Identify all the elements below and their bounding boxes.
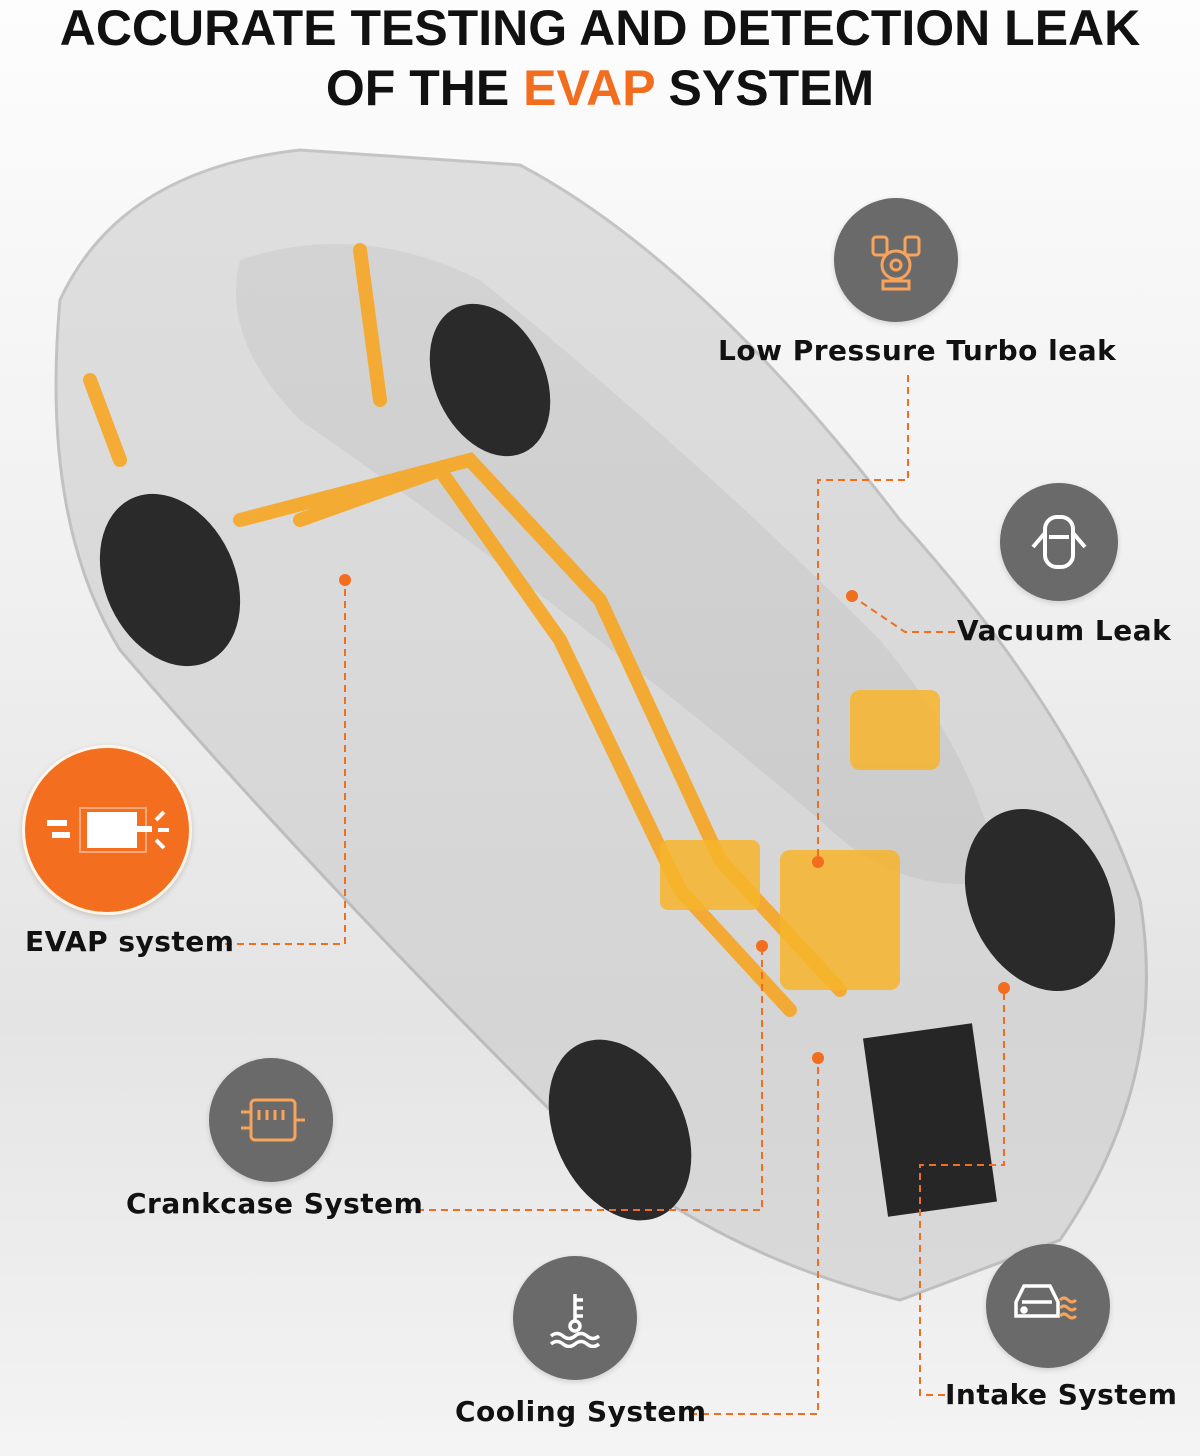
leak-points: [339, 574, 1010, 1064]
engine-block-icon: [241, 1098, 305, 1142]
vacuum-icon-badge: [1000, 483, 1118, 601]
wheels: [99, 303, 1116, 1221]
cooling-icon-badge: [513, 1256, 637, 1380]
cooling-label: Cooling System: [455, 1395, 707, 1428]
crankcase-label: Crankcase System: [126, 1187, 424, 1220]
car-doors-open-icon: [1031, 515, 1087, 569]
crankcase-icon-badge: [209, 1058, 333, 1182]
coolant-temperature-icon: [549, 1294, 601, 1348]
intake-icon-badge: [986, 1244, 1110, 1368]
engine-parts: [660, 690, 940, 990]
evap-label: EVAP system: [25, 925, 235, 958]
vacuum-label: Vacuum Leak: [957, 614, 1172, 647]
muffler-icon: [47, 807, 169, 853]
title-line-2: OF THE EVAP SYSTEM: [0, 60, 1200, 116]
title-line-1: ACCURATE TESTING AND DETECTION LEAK: [59, 0, 1141, 56]
intake-label: Intake System: [945, 1378, 1178, 1411]
evap-icon-badge: [22, 745, 192, 915]
car-airflow-icon: [1014, 1284, 1078, 1320]
turbo-label: Low Pressure Turbo leak: [718, 334, 1117, 367]
title-accent: EVAP: [523, 60, 655, 116]
radiator: [863, 1023, 997, 1217]
leader-lines: [225, 375, 1005, 1415]
turbo-icon-badge: [834, 198, 958, 322]
title-prefix: OF THE: [325, 60, 524, 116]
title-suffix: SYSTEM: [654, 60, 875, 116]
chassis: [83, 243, 847, 1017]
engine-icon: [871, 235, 921, 291]
